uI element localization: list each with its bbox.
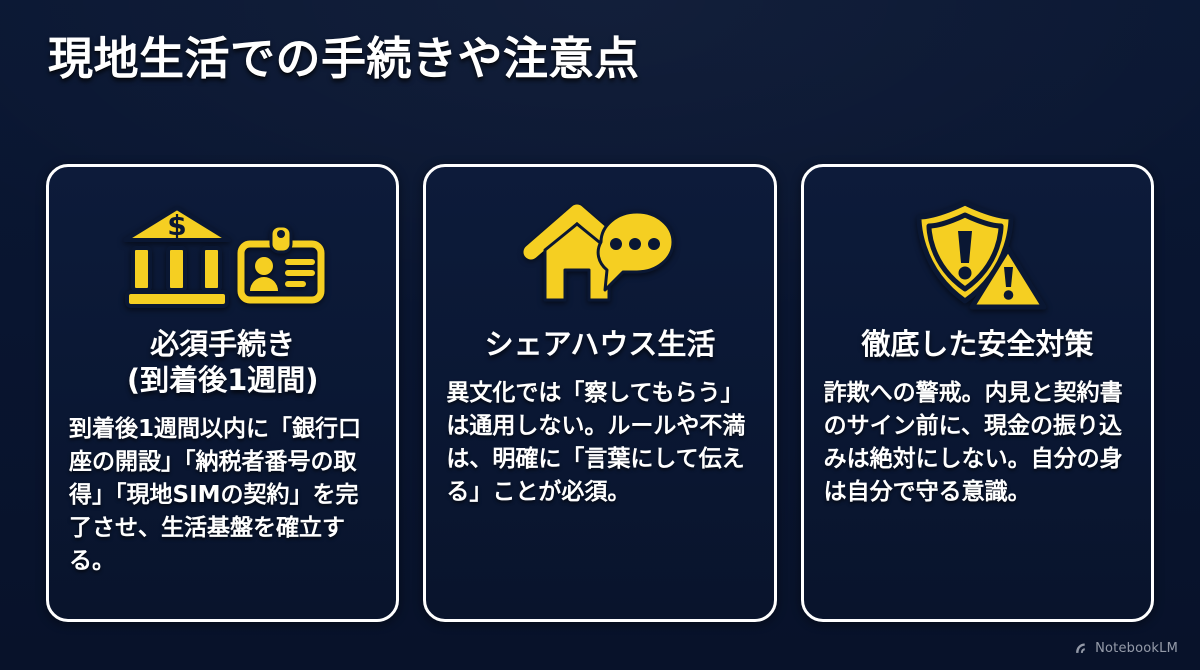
card-3-icon-group — [818, 189, 1137, 321]
watermark-label: NotebookLM — [1095, 641, 1178, 656]
card-body-text: 到着後1週間以内に「銀行口座の開設」「納税者番号の取得」「現地SIMの契約」を完… — [69, 415, 362, 575]
dollar-sign-glyph: $ — [167, 209, 186, 242]
shield-exclamation — [958, 231, 973, 280]
warning-triangle-icon — [969, 246, 1047, 310]
id-card-clip — [269, 224, 293, 254]
watermark: NotebookLM — [1074, 641, 1178, 656]
card-1-icon-group: $ — [63, 189, 382, 321]
page-title: 現地生活での手続きや注意点 — [48, 32, 640, 85]
card-thorough-safety[interactable]: 徹底した安全対策 詐欺への警戒。内見と契約書のサイン前に、現金の振り込みは絶対に… — [800, 164, 1154, 622]
card-title: シェアハウス生活 — [484, 327, 716, 361]
triangle-exclamation — [1004, 267, 1014, 300]
card-body-text: 異文化では「察してもらう」は通用しない。ルールや不満は、明確に「言葉にして伝える… — [446, 379, 746, 506]
notebooklm-logo-icon — [1074, 641, 1089, 656]
bank-dollar-icon — [122, 206, 231, 308]
card-row: $ — [46, 164, 1154, 622]
speech-dots — [609, 238, 660, 250]
card-body-text: 詐欺への警戒。内見と契約書のサイン前に、現金の振り込みは絶対にしない。自分の身は… — [823, 379, 1123, 506]
card-required-procedures[interactable]: $ — [46, 164, 400, 622]
house-speech-bubble-icon — [523, 204, 675, 302]
id-card-lines — [284, 259, 315, 287]
id-card-person — [249, 257, 278, 291]
card-title: 必須手続き (到着後1週間) — [126, 327, 319, 397]
card-title: 徹底した安全対策 — [861, 327, 1094, 361]
card-2-icon-group — [440, 189, 759, 321]
card-share-house-life[interactable]: シェアハウス生活 異文化では「察してもらう」は通用しない。ルールや不満は、明確に… — [423, 164, 777, 622]
